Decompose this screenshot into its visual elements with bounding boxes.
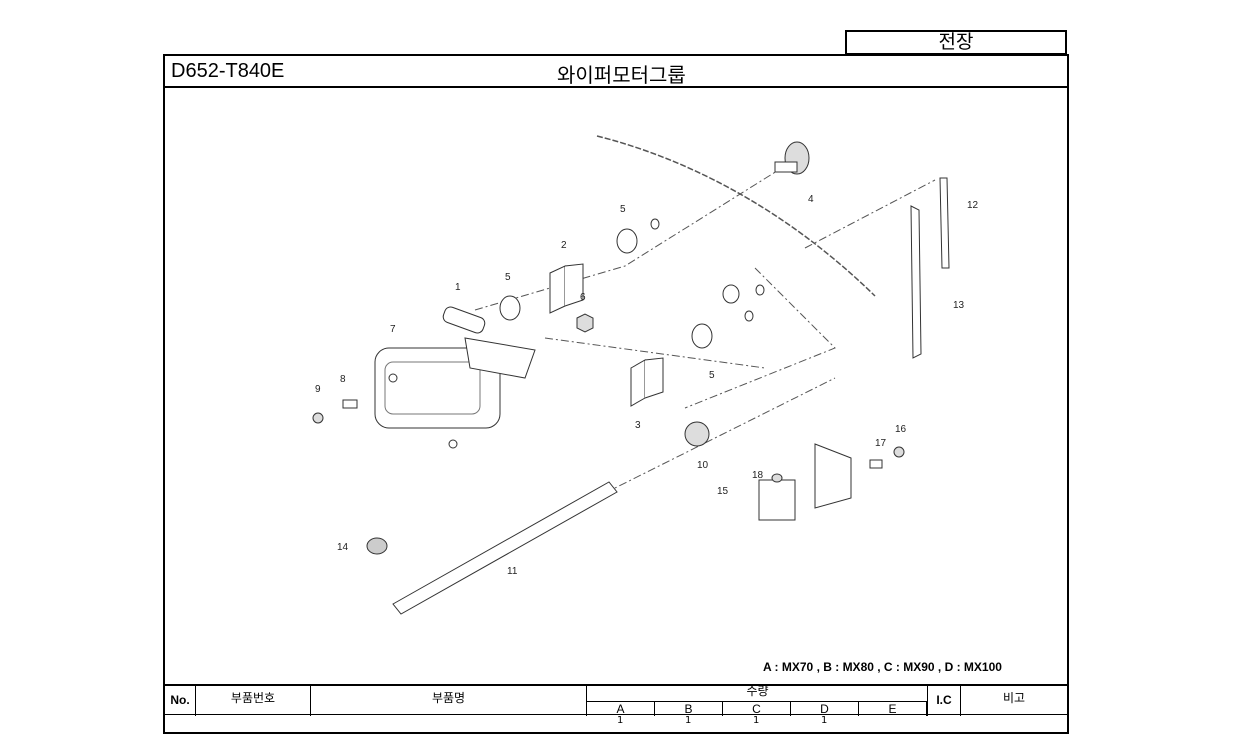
callout-label: 1 [455, 282, 461, 293]
col-ic: I.C [927, 686, 961, 716]
glass-edge [596, 135, 876, 297]
col-part-name: 부품명 [311, 686, 587, 716]
parts-table-header: No. 부품번호 부품명 수량 A B C D E I.C 비고 [165, 684, 1067, 716]
callout-label: 5 [620, 204, 626, 215]
callout-label: 18 [752, 470, 764, 481]
callout-label: 12 [967, 200, 979, 211]
callout-label: 8 [340, 374, 346, 385]
callout-label: 13 [953, 300, 965, 311]
callout-label: 10 [697, 460, 709, 471]
callout-label: 15 [717, 486, 729, 497]
qty-col-a: A [587, 701, 655, 716]
callout-labels: 1 2 3 4 5 5 5 6 7 8 9 10 11 12 13 14 15 … [315, 194, 979, 577]
callout-label: 11 [507, 566, 518, 577]
callout-label: 3 [635, 420, 641, 431]
col-quantity: 수량 [746, 684, 769, 698]
qty-cell: 1 [685, 715, 692, 726]
callout-label: 5 [709, 370, 715, 381]
callout-label: 14 [337, 542, 349, 553]
callout-label: 17 [875, 438, 887, 449]
parts-sheet: D652-T840E 와이퍼모터그룹 [163, 54, 1069, 734]
qty-cell: 1 [753, 715, 760, 726]
row-divider [165, 714, 1067, 715]
group-title: 와이퍼모터그룹 [557, 63, 686, 87]
qty-col-c: C [723, 701, 791, 716]
qty-col-e: E [859, 701, 927, 716]
qty-col-b: B [655, 701, 723, 716]
callout-label: 16 [895, 424, 907, 435]
title-row: D652-T840E 와이퍼모터그룹 [165, 56, 1067, 88]
col-no: No. [165, 686, 196, 716]
callout-label: 5 [505, 272, 511, 283]
qty-cell: 1 [821, 715, 828, 726]
callout-label: 2 [561, 240, 567, 251]
col-part-number: 부품번호 [196, 686, 311, 716]
callout-label: 7 [390, 324, 396, 335]
part-code: D652-T840E [171, 60, 285, 82]
callout-label: 4 [808, 194, 814, 205]
callout-label: 9 [315, 384, 321, 395]
qty-col-d: D [791, 701, 859, 716]
section-label: 전장 [845, 30, 1067, 55]
callout-label: 6 [580, 292, 586, 303]
qty-cell: 1 [617, 715, 624, 726]
model-legend: A : MX70 , B : MX80 , C : MX90 , D : MX1… [763, 660, 1002, 674]
motor-body [374, 347, 501, 429]
exploded-diagram: 1 2 3 4 5 5 5 6 7 8 9 10 11 12 13 14 15 … [312, 135, 979, 615]
col-remarks: 비고 [1002, 691, 1026, 705]
